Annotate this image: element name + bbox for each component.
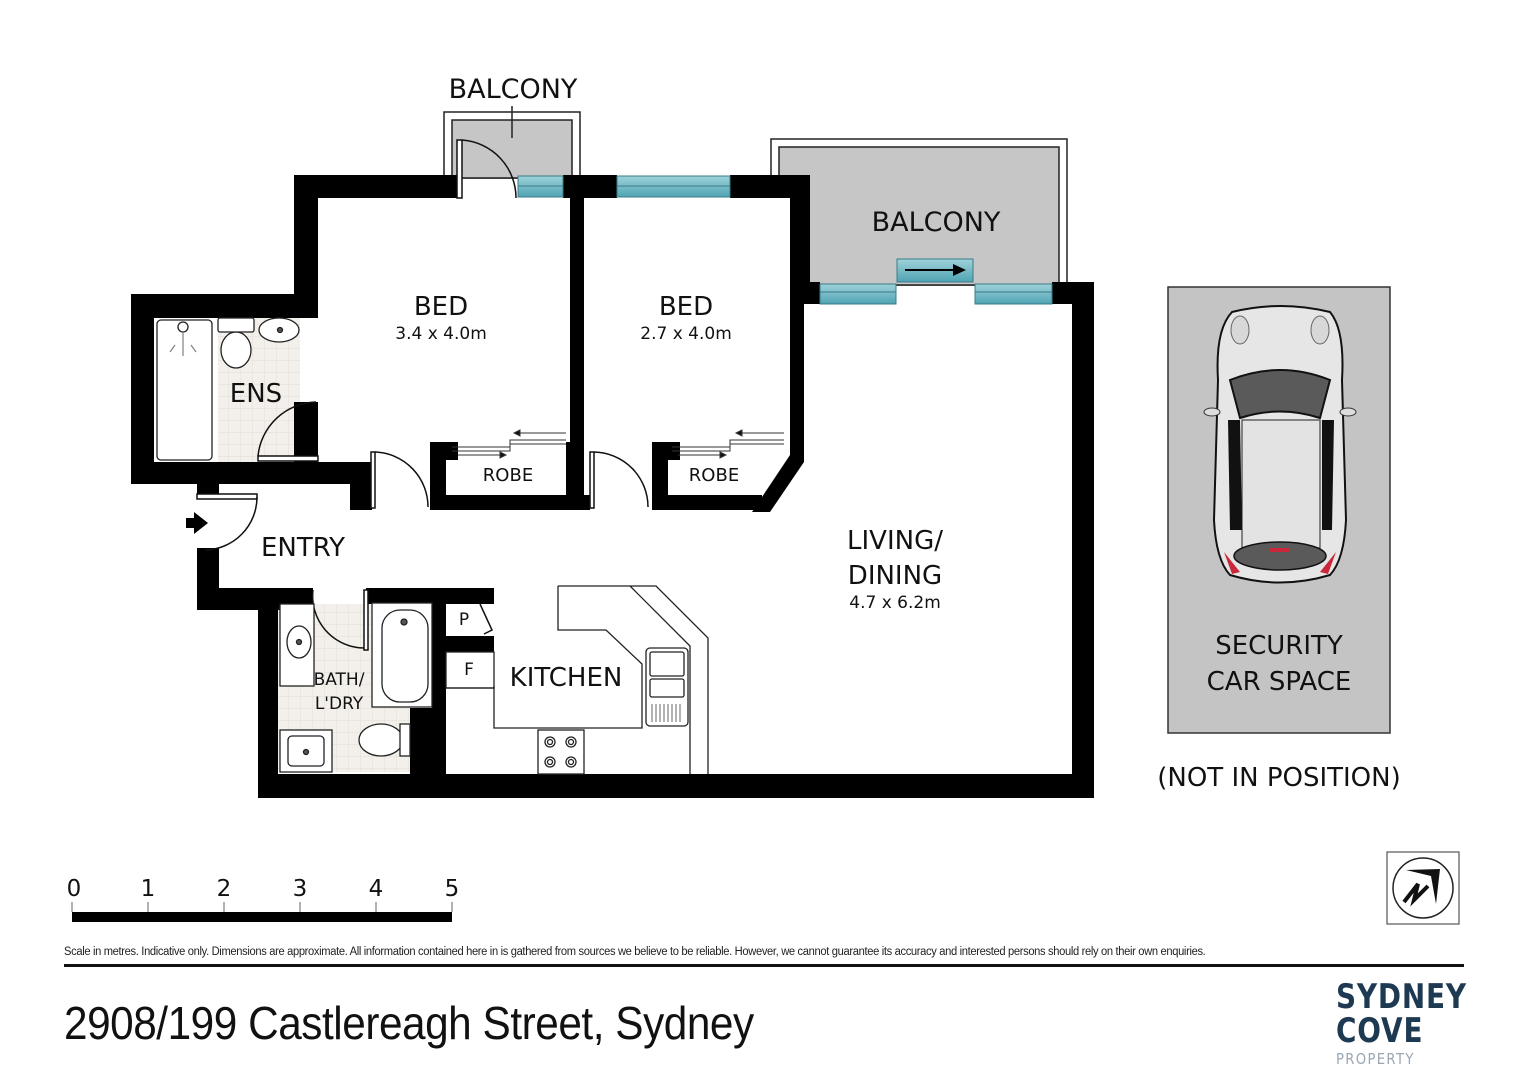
car-icon: [1203, 305, 1357, 584]
bed1-label: BED: [414, 292, 468, 322]
bed1-dims: 3.4 x 4.0m: [395, 324, 487, 344]
room-labels: BALCONY BALCONY BED 3.4 x 4.0m BED 2.7 x…: [230, 74, 1001, 714]
balcony-small-label: BALCONY: [449, 74, 578, 105]
brand-line2: COVE: [1336, 1011, 1424, 1051]
scale-tick-2: 2: [217, 876, 232, 902]
ensuite-fixtures: [156, 317, 300, 461]
fridge-label: F: [464, 660, 474, 680]
disclaimer-text: Scale in metres. Indicative only. Dimens…: [64, 946, 1206, 958]
living-dims: 4.7 x 6.2m: [849, 593, 941, 613]
kitchen-fixtures: [445, 585, 709, 775]
robe1-label: ROBE: [483, 465, 533, 486]
divider-rule: [64, 964, 1464, 967]
car-space: SECURITY CAR SPACE (NOT IN POSITION): [1157, 286, 1401, 793]
windows: [517, 175, 1053, 305]
balcony-large: [770, 138, 1068, 286]
living-label-line1: LIVING/: [847, 526, 943, 556]
scale-bar: 0 1 2 3 4 5: [67, 876, 460, 922]
entry-label: ENTRY: [261, 533, 345, 563]
living-label-line2: DINING: [848, 561, 942, 591]
car-space-label-line2: CAR SPACE: [1207, 667, 1352, 697]
brand-logo: SYDNEY COVE PROPERTY: [1336, 980, 1466, 1068]
brand-line1: SYDNEY: [1336, 977, 1467, 1017]
scale-tick-3: 3: [293, 876, 308, 902]
brand-line3: PROPERTY: [1336, 1050, 1415, 1068]
floor-plan: BALCONY BALCONY BED 3.4 x 4.0m BED 2.7 x…: [67, 74, 1460, 925]
bed2-label: BED: [659, 292, 713, 322]
bath-label-line2: L'DRY: [315, 694, 364, 714]
kitchen-label: KITCHEN: [510, 663, 623, 693]
north-arrow-icon: [1386, 851, 1460, 925]
car-space-note: (NOT IN POSITION): [1157, 763, 1401, 793]
robe-sliding-doors: [452, 429, 784, 459]
scale-tick-1: 1: [141, 876, 156, 902]
entry-arrow-icon: [186, 512, 208, 534]
walls: [131, 175, 1094, 798]
ensuite-label: ENS: [230, 379, 282, 409]
bath-fixtures: [279, 602, 433, 773]
car-space-label-line1: SECURITY: [1215, 631, 1343, 661]
balcony-small: [443, 106, 581, 179]
sliding-door-arrow-icon: [905, 264, 966, 276]
scale-tick-4: 4: [369, 876, 384, 902]
doors[interactable]: [196, 139, 649, 651]
balcony-large-label: BALCONY: [872, 207, 1001, 238]
property-address: 2908/199 Castlereagh Street, Sydney: [64, 997, 754, 1049]
robe2-label: ROBE: [689, 465, 739, 486]
pantry-label: P: [459, 610, 469, 630]
scale-tick-0: 0: [67, 876, 82, 902]
scale-tick-5: 5: [445, 876, 460, 902]
bath-label-line1: BATH/: [314, 670, 365, 690]
bed2-dims: 2.7 x 4.0m: [640, 324, 732, 344]
